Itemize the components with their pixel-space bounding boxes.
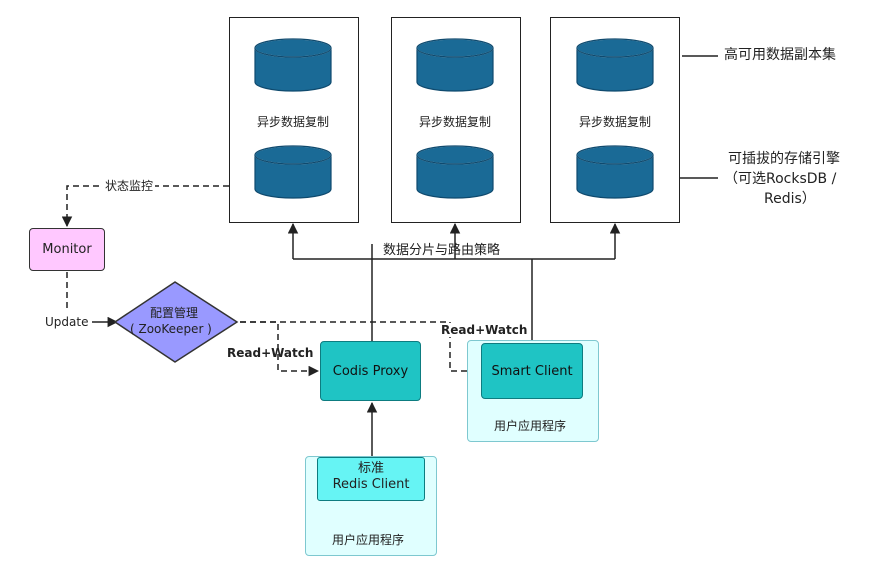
replication-label-1: 异步数据复制 [257, 115, 330, 129]
replication-label-3: 异步数据复制 [579, 115, 652, 129]
smart-client-node: Smart Client [481, 343, 583, 399]
read-watch-proxy-link [240, 321, 320, 377]
monitor-label: Monitor [42, 242, 92, 257]
codis-proxy-label: Codis Proxy [332, 363, 409, 379]
ha-replica-set-label: 高可用数据副本集 [724, 47, 836, 63]
status-monitor-link [61, 185, 229, 228]
std-client-label-1: 标准 [357, 461, 384, 476]
zookeeper-diamond [113, 281, 239, 363]
read-watch-proxy-label: Read+Watch [227, 346, 314, 360]
user-app-label-1: 用户应用程序 [332, 533, 405, 547]
user-app-label-2: 用户应用程序 [494, 419, 567, 433]
update-label: Update [44, 315, 90, 329]
pluggable-storage-label-3: Redis） [764, 191, 816, 207]
read-watch-client-link [240, 321, 482, 377]
pluggable-storage-label-1: 可插拔的存储引擎 [728, 151, 840, 167]
zookeeper-label-2: ( ZooKeeper ) [130, 322, 212, 336]
smart-client-label: Smart Client [491, 363, 573, 379]
standard-redis-client-node: 标准 Redis Client [317, 457, 425, 501]
read-watch-client-label: Read+Watch [440, 323, 529, 337]
status-monitor-label: 状态监控 [103, 179, 156, 193]
std-client-label-2: Redis Client [332, 477, 410, 492]
codis-proxy-node: Codis Proxy [320, 341, 421, 401]
pluggable-storage-label-2: （可选RocksDB / [724, 171, 837, 187]
replication-label-2: 异步数据复制 [419, 115, 492, 129]
zookeeper-label-1: 配置管理 [150, 306, 199, 320]
sharding-routing-label: 数据分片与路由策略 [383, 243, 501, 258]
monitor-node: Monitor [29, 228, 105, 271]
